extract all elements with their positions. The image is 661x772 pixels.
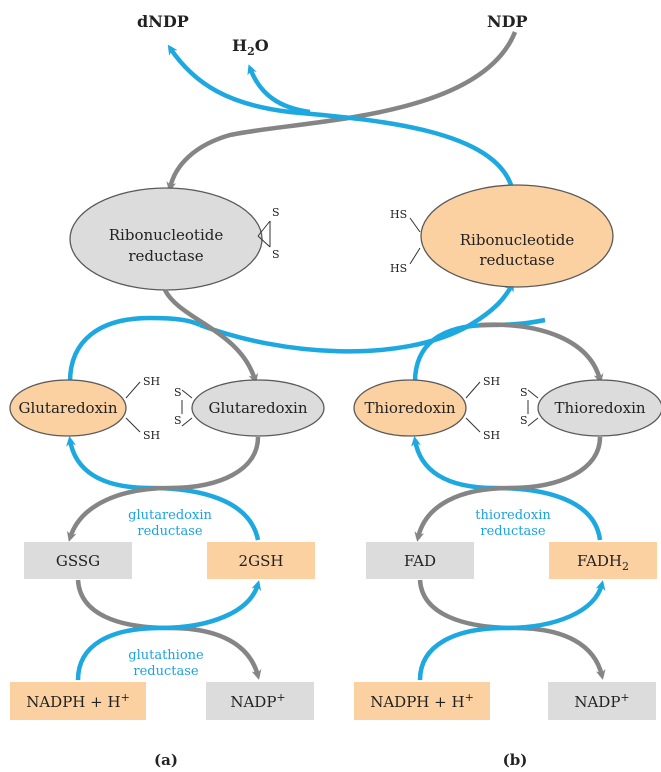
rnr-oxidized: Ribonucleotide reductase S S — [69, 187, 280, 291]
thioredoxin-s-bottom: S — [520, 414, 528, 427]
thioredoxin-s-top: S — [520, 386, 528, 399]
ndp-to-rnr-gray-arrow — [166, 31, 518, 192]
rnr-reduced: Ribonucleotide reductase HS HS — [390, 184, 614, 288]
panel-a-label: (a) — [154, 751, 178, 769]
glutaredoxin-oxidized: Glutaredoxin — [208, 399, 307, 417]
glutathione-reductase-line1: glutathione — [128, 648, 204, 663]
nadph-to-fadh2-blue-arrow — [417, 580, 606, 681]
thioredoxin-reductase-line1: thioredoxin — [475, 508, 551, 523]
glutaredoxin-reduced: Glutaredoxin — [18, 399, 117, 417]
thioredoxin-sh-top: SH — [483, 375, 500, 388]
rnr-to-h2o-blue-arrow — [247, 64, 311, 115]
thioredoxin-oxidized: Thioredoxin — [554, 399, 645, 417]
rnr-left-s2: S — [272, 248, 280, 261]
2gsh-box: 2GSH — [239, 552, 284, 570]
fad-box: FAD — [404, 552, 436, 570]
h2o-label: H2O — [232, 36, 269, 58]
thioredoxin-gray-top-arrow — [479, 322, 604, 384]
rnr-right-hs1: HS — [390, 208, 407, 221]
ndp-label: NDP — [487, 12, 528, 31]
nadp-box-a: NADP+ — [230, 691, 285, 711]
fadh2-box: FADH2 — [577, 552, 629, 573]
rnr-left-line1: Ribonucleotide — [109, 226, 224, 244]
glutaredoxin-sh-top: SH — [143, 375, 160, 388]
rnr-to-glutaredoxin-gray-arrow — [162, 288, 259, 384]
glutaredoxin-s-bottom: S — [174, 414, 182, 427]
rnr-right-line1: Ribonucleotide — [460, 231, 575, 249]
rnr-to-dndp-blue-arrow — [167, 44, 515, 189]
glutaredoxin-reductase-line1: glutaredoxin — [128, 508, 212, 523]
thioredoxin-reduced: Thioredoxin — [364, 399, 455, 417]
panel-a: Glutaredoxin Glutaredoxin SH SH S S glut… — [9, 315, 325, 769]
glutaredoxin-sh-bottom: SH — [143, 429, 160, 442]
nadp-box-b: NADP+ — [574, 691, 629, 711]
glutaredoxin-reductase-line2: reductase — [137, 524, 203, 539]
panel-b: Thioredoxin Thioredoxin SH SH S S thiore… — [353, 317, 661, 769]
reduce-rnr-blue-arrow — [199, 281, 514, 354]
glutathione-reductase-line2: reductase — [133, 664, 199, 679]
glutaredoxin-s-top: S — [174, 386, 182, 399]
nadph-to-2gsh-blue-arrow — [75, 580, 262, 681]
thioredoxin-reductase-line2: reductase — [480, 524, 546, 539]
rnr-right-hs2: HS — [390, 262, 407, 275]
rnr-left-line2: reductase — [128, 247, 203, 265]
panel-b-label: (b) — [503, 751, 528, 769]
thioredoxin-sh-bottom: SH — [483, 429, 500, 442]
glutaredoxin-to-gssg-gray-arrow — [66, 436, 261, 542]
glutaredoxin-up-blue-arrow — [67, 315, 202, 383]
gssg-box: GSSG — [56, 552, 100, 570]
rnr-right-line2: reductase — [479, 251, 554, 269]
rnr-left-s1: S — [272, 206, 280, 219]
nadph-box-a: NADPH + H+ — [26, 691, 130, 711]
thioredoxin-to-fad-gray-arrow — [414, 436, 603, 542]
dndp-label: dNDP — [137, 12, 189, 31]
nadph-box-b: NADPH + H+ — [370, 691, 474, 711]
